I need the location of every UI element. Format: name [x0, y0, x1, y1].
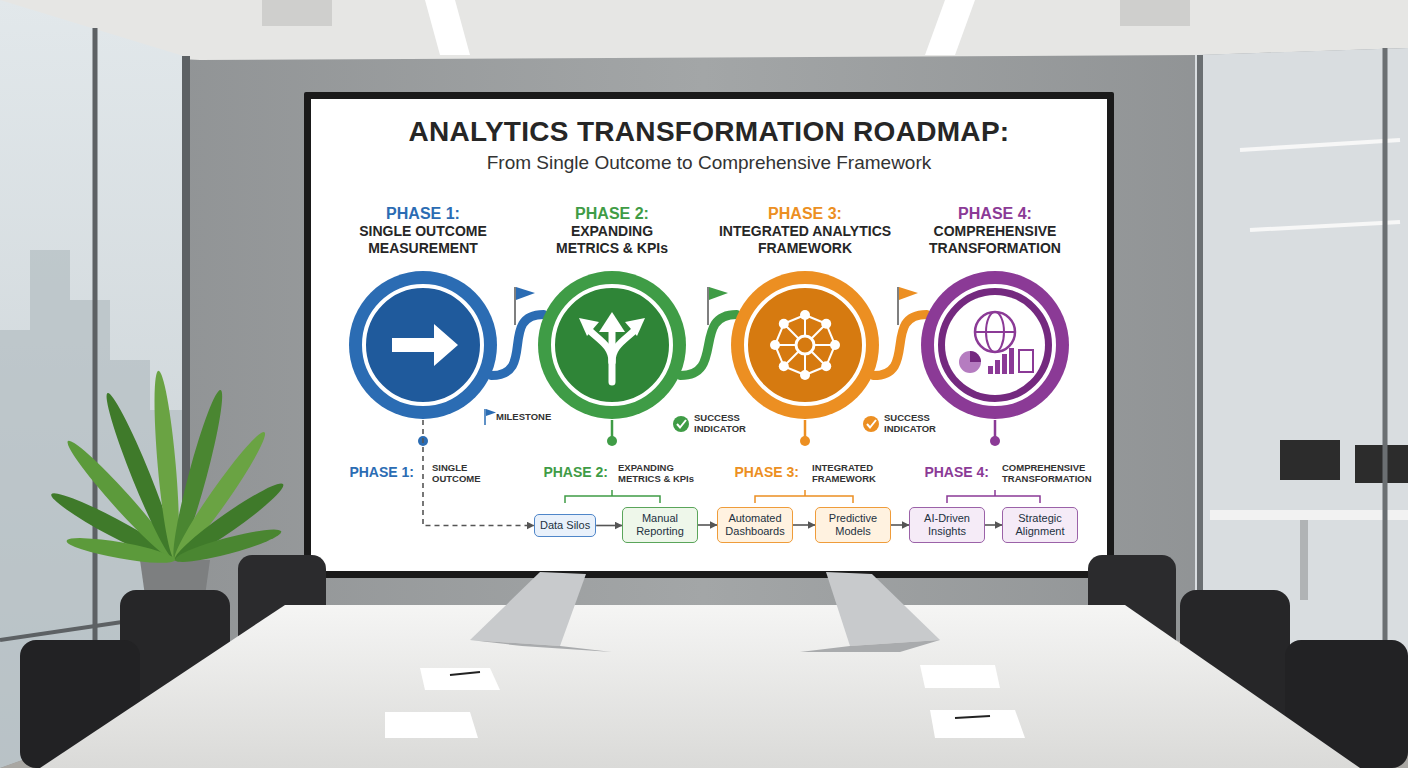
milestone-label: MILESTONE [496, 411, 566, 422]
bar-icon [988, 366, 993, 374]
network-dot [821, 361, 831, 371]
document-icon [1019, 350, 1033, 372]
roadmap-ribbon [680, 314, 736, 375]
bar-icon [995, 360, 1000, 374]
circle-outer [538, 271, 686, 419]
phase-node: PHASE 4:COMPREHENSIVE TRANSFORMATION [900, 200, 1090, 422]
phase-name: COMPREHENSIVE TRANSFORMATION [919, 223, 1071, 257]
indicator-label: SUCCESS INDICATOR [694, 412, 758, 434]
flow-arrow [985, 524, 1002, 526]
phase-node: PHASE 1:SINGLE OUTCOME MEASUREMENT [328, 200, 518, 422]
process-box: Manual Reporting [622, 507, 698, 543]
pie-icon [970, 351, 981, 362]
phase-label: PHASE 1: [330, 464, 414, 480]
phase-label: PHASE 3: [713, 464, 799, 480]
flow-arrow [793, 524, 815, 526]
globe-icon [975, 312, 1015, 352]
arrow-head-icon [625, 318, 645, 336]
process-box: Data Silos [534, 514, 596, 537]
network-dot [770, 340, 780, 350]
phase-number: PHASE 1: [348, 204, 498, 223]
process-box: Predictive Models [815, 507, 891, 543]
network-dot [800, 370, 810, 380]
circle-inner [553, 286, 671, 404]
icon-disc [945, 295, 1045, 395]
phase-name: EXPANDING METRICS & KPIs [542, 223, 682, 257]
phase-number: PHASE 2: [542, 204, 682, 223]
indicator-label: SUCCESS INDICATOR [884, 412, 948, 434]
box-text: Data Silos [540, 519, 590, 532]
network-dot [830, 340, 840, 350]
phase-label: PHASE 4: [903, 464, 989, 480]
phase-name: SINGLE OUTCOME MEASUREMENT [348, 223, 498, 257]
phase-number: PHASE 3: [711, 204, 899, 223]
globe-icon [975, 331, 1015, 333]
network-dot [779, 361, 789, 371]
phase-heading: PHASE 3:INTEGRATED ANALYTICS FRAMEWORK [711, 200, 899, 257]
phase-caption: INTEGRATED FRAMEWORK [812, 462, 884, 484]
phase-heading: PHASE 4:COMPREHENSIVE TRANSFORMATION [919, 200, 1071, 257]
flow-arrow [596, 525, 622, 527]
network-dot [821, 319, 831, 329]
roadmap-ribbon [873, 314, 926, 375]
network-dot [800, 310, 810, 320]
phase-circle [537, 270, 687, 420]
circle-outer [731, 271, 879, 419]
box-text: Manual Reporting [628, 512, 692, 538]
box-text: Automated Dashboards [723, 512, 787, 538]
phase-heading: PHASE 2:EXPANDING METRICS & KPIs [542, 200, 682, 257]
phase-circle [920, 270, 1070, 420]
arrow-head-icon [599, 312, 625, 332]
phase-node: PHASE 2:EXPANDING METRICS & KPIs [517, 200, 707, 422]
phase-node: PHASE 3:INTEGRATED ANALYTICS FRAMEWORK [710, 200, 900, 422]
box-text: Predictive Models [821, 512, 885, 538]
phase-number: PHASE 4: [919, 204, 1071, 223]
split-arrow-icon [589, 330, 612, 362]
split-arrow-icon [612, 330, 635, 362]
circle-outer [349, 271, 497, 419]
phase-caption: EXPANDING METRICS & KPIs [618, 462, 702, 484]
phase-caption: SINGLE OUTCOME [432, 462, 494, 484]
flow-arrow [891, 524, 909, 526]
circle-inner [364, 286, 482, 404]
flow-arrow [698, 524, 717, 526]
phase-circle [348, 270, 498, 420]
phase-name: INTEGRATED ANALYTICS FRAMEWORK [711, 223, 899, 257]
process-box: Automated Dashboards [717, 507, 793, 543]
phase-heading: PHASE 1:SINGLE OUTCOME MEASUREMENT [348, 200, 498, 257]
phase-label: PHASE 2: [522, 464, 608, 480]
circle-outer [921, 271, 1069, 419]
pie-icon [959, 351, 981, 373]
diagram-title: ANALYTICS TRANSFORMATION ROADMAP: [310, 116, 1108, 148]
network-hub [796, 336, 814, 354]
flow-arrow [423, 420, 534, 526]
box-text: AI-Driven Insights [915, 512, 979, 538]
subtitle: From Single Outcome to Comprehensive Fra… [310, 152, 1108, 174]
arrow-head-icon [579, 318, 599, 336]
phase-caption: COMPREHENSIVE TRANSFORMATION [1002, 462, 1098, 484]
network-dot [779, 319, 789, 329]
process-box: AI-Driven Insights [909, 507, 985, 543]
roadmap-ribbon [491, 314, 543, 375]
process-box: Strategic Alignment [1002, 507, 1078, 543]
circle-inner [746, 286, 864, 404]
box-text: Strategic Alignment [1008, 512, 1072, 538]
phase-circle [730, 270, 880, 420]
arrow-icon [392, 324, 458, 366]
bar-icon [1009, 348, 1014, 374]
circle-inner [936, 286, 1054, 404]
bar-icon [1002, 354, 1007, 374]
